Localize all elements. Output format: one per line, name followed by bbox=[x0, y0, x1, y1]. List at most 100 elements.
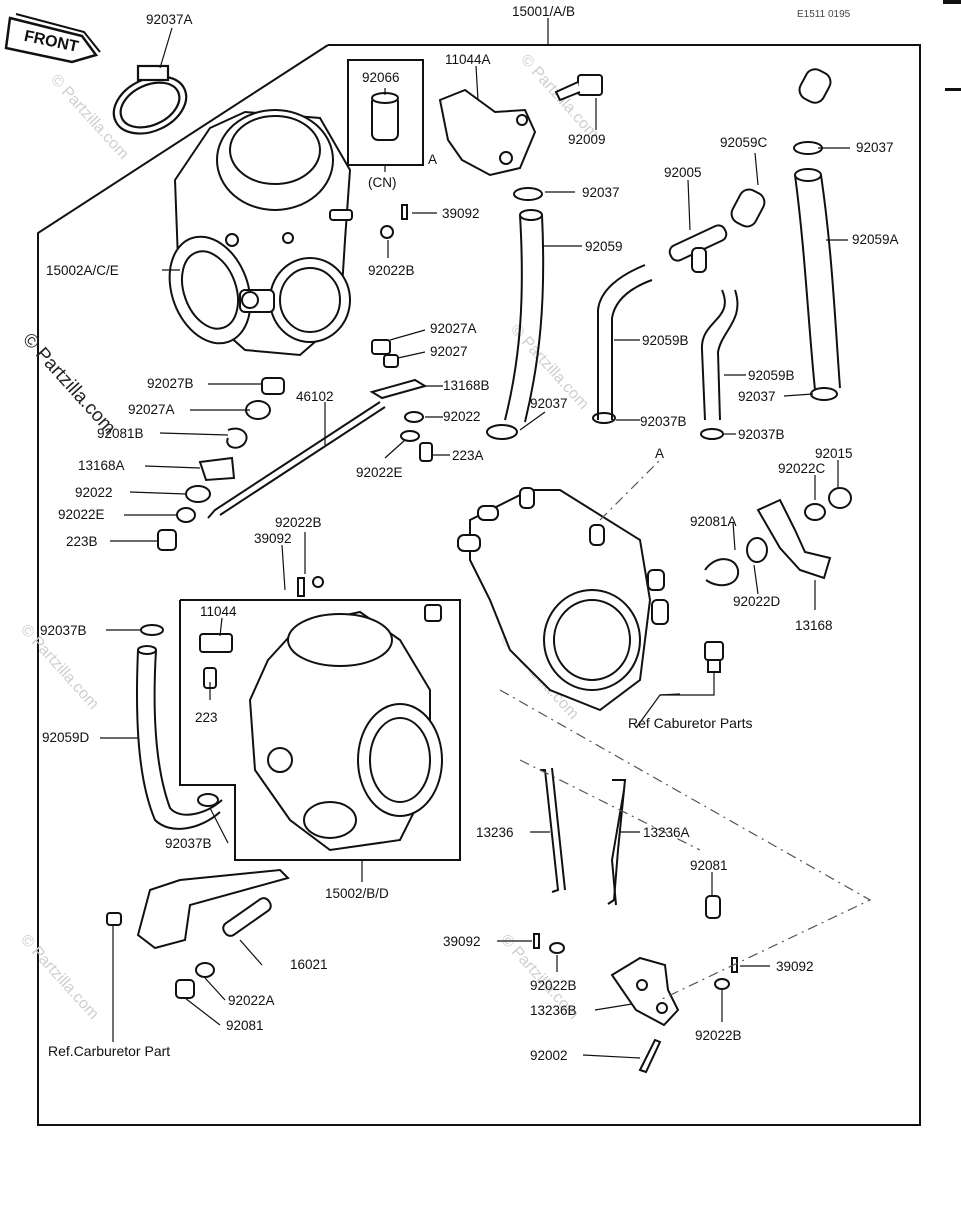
label-92022b-b: 92022B bbox=[275, 515, 322, 530]
clip-92037-right bbox=[793, 141, 823, 155]
label-92066: 92066 bbox=[362, 70, 400, 85]
tube-92059c bbox=[730, 68, 832, 228]
label-39092-a: 39092 bbox=[442, 206, 480, 221]
label-92027a-a: 92027A bbox=[430, 321, 477, 336]
label-15001-a-b: 15001/A/B bbox=[512, 4, 575, 19]
bolt-right-cover bbox=[704, 641, 724, 673]
hose-92059 bbox=[504, 209, 545, 423]
label-92037b-a: 92037B bbox=[640, 414, 687, 429]
hose-92059b-left bbox=[597, 264, 653, 420]
label-15002-b-d: 15002/B/D bbox=[325, 886, 389, 901]
hose-92059b-right bbox=[700, 289, 739, 421]
label-92037a: 92037A bbox=[146, 12, 193, 27]
label-11044a: 11044A bbox=[445, 52, 491, 67]
reference-dash-lines bbox=[499, 459, 872, 1001]
clip-92037-top bbox=[513, 187, 543, 201]
clip-92037-right2 bbox=[810, 387, 838, 401]
label-92059a: 92059A bbox=[852, 232, 899, 247]
label-92037-top: 92037 bbox=[582, 185, 620, 200]
hose-92059d bbox=[135, 645, 223, 830]
label-13236: 13236 bbox=[476, 825, 514, 840]
label-92022b-d: 92022B bbox=[695, 1028, 742, 1043]
watermark-text: © Partzilla.com bbox=[18, 329, 119, 438]
carburetor-lower bbox=[199, 576, 443, 852]
label-223a: 223A bbox=[452, 448, 484, 463]
label-92081-b: 92081 bbox=[226, 1018, 264, 1033]
choke-linkage-16021 bbox=[106, 868, 290, 999]
hose-92059a bbox=[794, 168, 841, 391]
lower-carb-box bbox=[179, 599, 461, 861]
label-11044: 11044 bbox=[200, 604, 237, 619]
watermark-tile-1: © Partzilla.com bbox=[47, 71, 132, 162]
label-92022a: 92022A bbox=[228, 993, 275, 1008]
label-92059d: 92059D bbox=[42, 730, 90, 745]
clip-92037b-d bbox=[197, 793, 219, 807]
label-92059b-left: 92059B bbox=[642, 333, 689, 348]
label-92022b-a: 92022B bbox=[368, 263, 415, 278]
label-39092-b: 39092 bbox=[254, 531, 292, 546]
screw-92009 bbox=[554, 74, 603, 102]
label-13168a: 13168A bbox=[78, 458, 125, 473]
label-92037b-b: 92037B bbox=[738, 427, 785, 442]
label-92037-mid: 92037 bbox=[530, 396, 568, 411]
page-edge-mark bbox=[943, 0, 961, 4]
label-92015: 92015 bbox=[815, 446, 853, 461]
label-92081b: 92081B bbox=[97, 426, 144, 441]
label-ref-caburetor-parts: Ref Caburetor Parts bbox=[628, 715, 753, 731]
label-92022-a: 92022 bbox=[443, 409, 481, 424]
lever-13168 bbox=[704, 487, 852, 587]
label-92059: 92059 bbox=[585, 239, 623, 254]
hose-clamp-92037a bbox=[112, 64, 188, 135]
label-92022c: 92022C bbox=[778, 461, 826, 476]
label-92022d: 92022D bbox=[733, 594, 781, 609]
label-92027b: 92027B bbox=[147, 376, 194, 391]
rod-46102 bbox=[207, 401, 386, 519]
label-39092-d: 39092 bbox=[776, 959, 814, 974]
label-92027: 92027 bbox=[430, 344, 468, 359]
label-ref-carburetor-part: Ref.Carburetor Part bbox=[48, 1043, 170, 1059]
carburetor-main-cover bbox=[424, 487, 669, 712]
carburetor-upper bbox=[168, 109, 353, 357]
leader-lines bbox=[100, 18, 850, 1059]
label-92009: 92009 bbox=[568, 132, 606, 147]
diagram-frame bbox=[37, 44, 921, 1126]
t-fitting-92005 bbox=[668, 224, 728, 273]
label-92059b-right: 92059B bbox=[748, 368, 795, 383]
label-ref-a-mid: A bbox=[655, 446, 664, 461]
label-39092-c: 39092 bbox=[443, 934, 481, 949]
label-92059c: 92059C bbox=[720, 135, 768, 150]
label-223b: 223B bbox=[66, 534, 98, 549]
cn-note: (CN) bbox=[368, 175, 397, 190]
label-92027a-b: 92027A bbox=[128, 402, 175, 417]
label-92022b-c: 92022B bbox=[530, 978, 577, 993]
watermark-tile-6: © Partzilla.com bbox=[17, 931, 102, 1022]
clip-92037b-a bbox=[592, 412, 616, 424]
label-16021: 16021 bbox=[290, 957, 328, 972]
small-parts-upper bbox=[157, 204, 433, 551]
label-15002-a-c-e: 15002A/C/E bbox=[46, 263, 119, 278]
doc-code: E1511 0195 bbox=[797, 9, 851, 20]
label-13236a: 13236A bbox=[643, 825, 690, 840]
page-edge-mark-2 bbox=[945, 88, 961, 91]
label-46102: 46102 bbox=[296, 389, 334, 404]
part-labels: 15001/A/B 92037A 11044A 92066 A 92009 92… bbox=[40, 4, 899, 1063]
label-223: 223 bbox=[195, 710, 218, 725]
label-13168: 13168 bbox=[795, 618, 833, 633]
label-92037-right: 92037 bbox=[856, 140, 894, 155]
linkage-13236 bbox=[540, 767, 627, 906]
bracket-11044a bbox=[438, 88, 537, 177]
label-ref-a-top: A bbox=[428, 152, 437, 167]
label-92037b-c: 92037B bbox=[40, 623, 87, 638]
label-92022e-a: 92022E bbox=[356, 465, 403, 480]
label-92022e-b: 92022E bbox=[58, 507, 105, 522]
label-92081-a: 92081 bbox=[690, 858, 728, 873]
clip-92037b-b bbox=[700, 428, 724, 440]
front-arrow-icon: FRONT bbox=[4, 13, 101, 64]
label-92022-b: 92022 bbox=[75, 485, 113, 500]
clip-92037-mid bbox=[486, 424, 518, 440]
bracket-13236b bbox=[610, 956, 680, 1027]
clip-92037b-c bbox=[140, 624, 164, 636]
label-13236b: 13236B bbox=[530, 1003, 577, 1018]
